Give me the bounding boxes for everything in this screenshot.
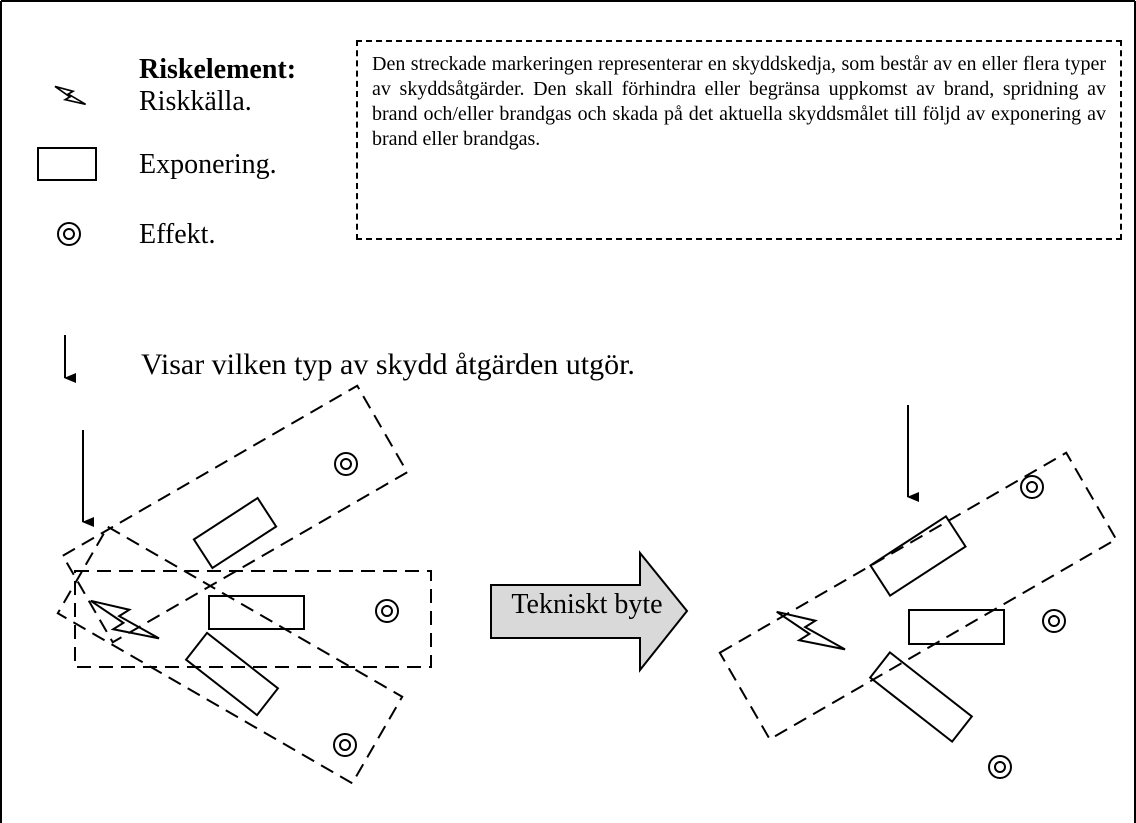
- arrow-legend-label: Visar vilken typ av skydd åtgärden utgör…: [141, 348, 635, 381]
- exposure-rectangle: [869, 515, 967, 597]
- left-scenario: [56, 384, 432, 785]
- lightning-icon: [90, 599, 160, 640]
- technical-change-label: Tekniskt byte: [511, 589, 663, 620]
- rectangle-icon: [37, 147, 97, 181]
- double-circle-icon: [1020, 475, 1044, 499]
- description-box: Den streckade markeringen representerar …: [356, 40, 1122, 240]
- exposure-rectangle: [208, 595, 305, 630]
- double-circle-icon: [1042, 609, 1066, 633]
- double-circle-icon: [375, 599, 399, 623]
- protection-chain: [718, 451, 1118, 741]
- protection-chain-upper: [61, 384, 409, 644]
- exposure-rectangle: [184, 631, 280, 717]
- right-scenario: [718, 405, 1118, 779]
- legend-label-risk-source: Riskkälla.: [139, 86, 252, 117]
- protection-chain-middle: [74, 570, 432, 668]
- double-circle-icon: [57, 222, 81, 246]
- exposure-rectangle: [908, 609, 1005, 645]
- double-circle-icon: [334, 452, 358, 476]
- double-circle-icon: [333, 733, 357, 757]
- technical-change-arrow: [490, 550, 689, 673]
- legend-label-effect: Effekt.: [139, 219, 216, 250]
- exposure-rectangle: [868, 650, 974, 744]
- legend-title: Riskelement:: [139, 54, 297, 85]
- description-text: Den streckade markeringen representerar …: [372, 53, 1106, 150]
- exposure-rectangle: [192, 496, 278, 570]
- lightning-icon: [54, 85, 87, 106]
- legend-label-exposure: Exponering.: [139, 149, 277, 180]
- double-circle-icon: [988, 755, 1012, 779]
- lightning-icon: [776, 610, 846, 651]
